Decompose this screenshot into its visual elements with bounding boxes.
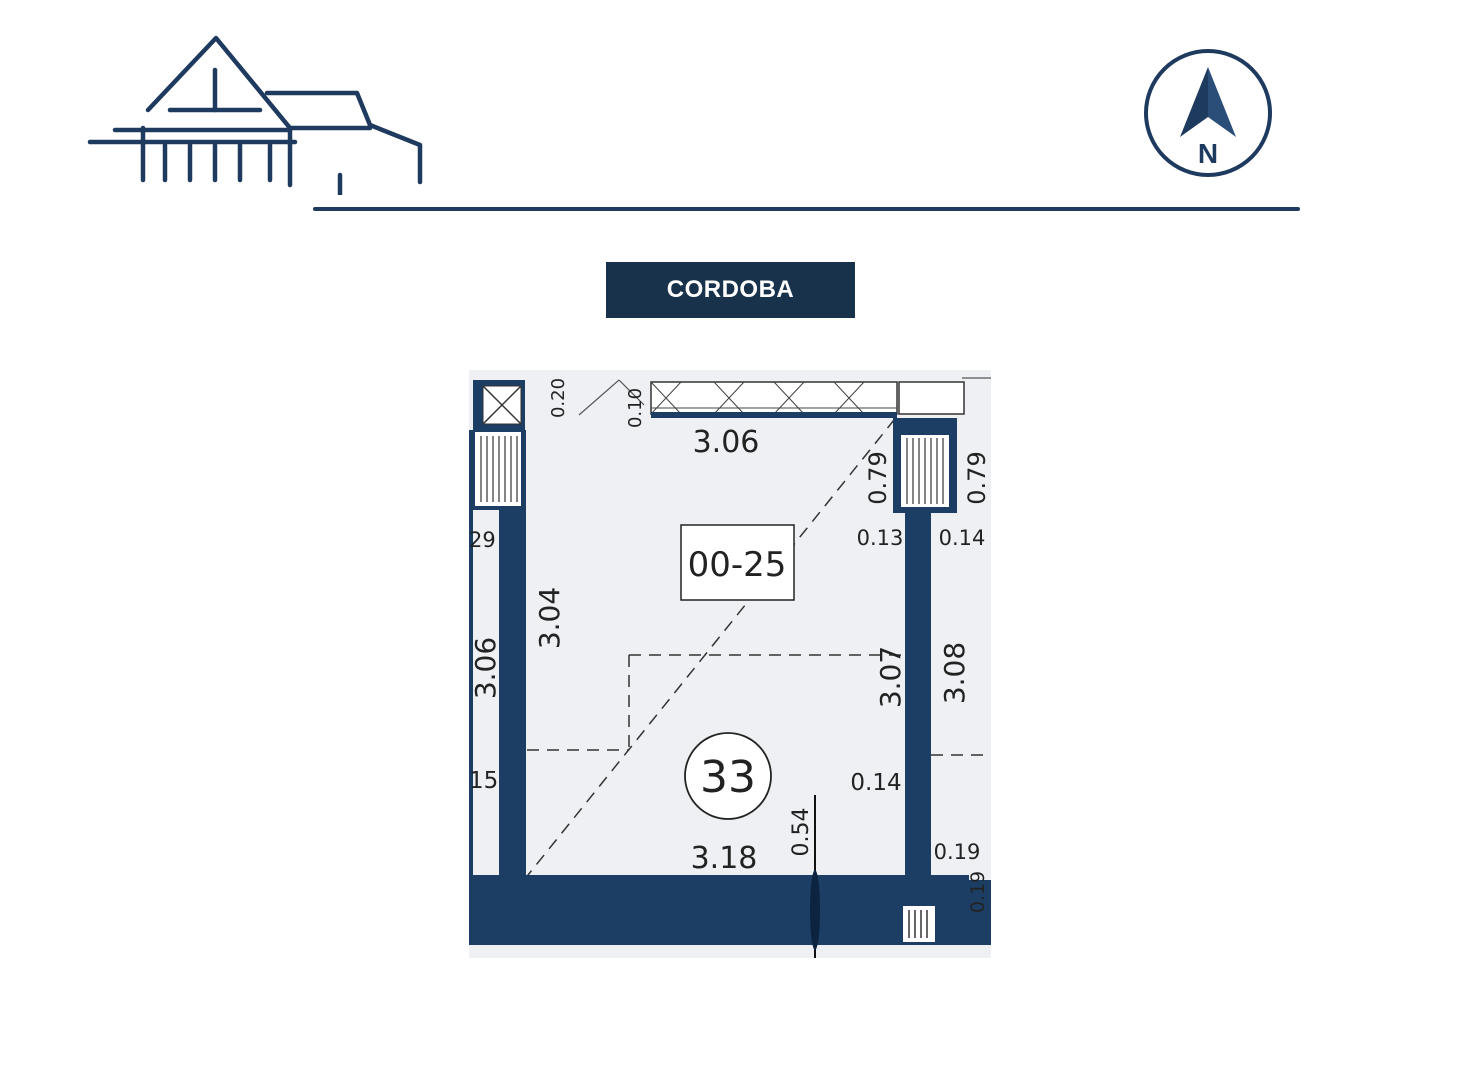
dim-right-079-b: 0.79	[963, 451, 991, 504]
dim-left-inner: 3.04	[533, 587, 566, 649]
page-title: CORDOBA	[606, 262, 855, 318]
dim-top-width: 3.06	[693, 425, 760, 460]
dim-right-014-top: 0.14	[939, 526, 986, 550]
dim-right-014-mid: 0.14	[850, 770, 901, 796]
compass-label: N	[1198, 138, 1218, 169]
dim-right-013: 0.13	[857, 526, 904, 550]
dim-bottom-054: 0.54	[789, 808, 814, 857]
dim-left-outer: 3.06	[469, 637, 502, 699]
unit-code: 00-25	[688, 545, 787, 585]
dim-bottom-019-a: 0.19	[934, 840, 981, 864]
dim-top-small-a: 0.20	[548, 378, 569, 418]
dim-bottom-width: 3.18	[691, 841, 758, 876]
dim-left-29: 29	[469, 528, 496, 552]
dim-right-outer: 3.08	[938, 642, 971, 704]
floor-plan: 00-25 33 3.06 3.18 0.13 0.14 0.14 0.19 2…	[469, 370, 991, 958]
north-arrow-icon: N	[1144, 49, 1272, 177]
dim-right-079-a: 0.79	[864, 451, 892, 504]
dim-bottom-019-b: 0.19	[967, 871, 989, 913]
dim-right-inner: 3.07	[874, 646, 907, 708]
dim-left-15: 15	[469, 768, 498, 794]
unit-number: 33	[700, 752, 756, 803]
header-divider	[313, 207, 1300, 211]
house-roof-logo-icon	[87, 35, 423, 195]
dim-top-small-b: 0.10	[625, 388, 646, 428]
